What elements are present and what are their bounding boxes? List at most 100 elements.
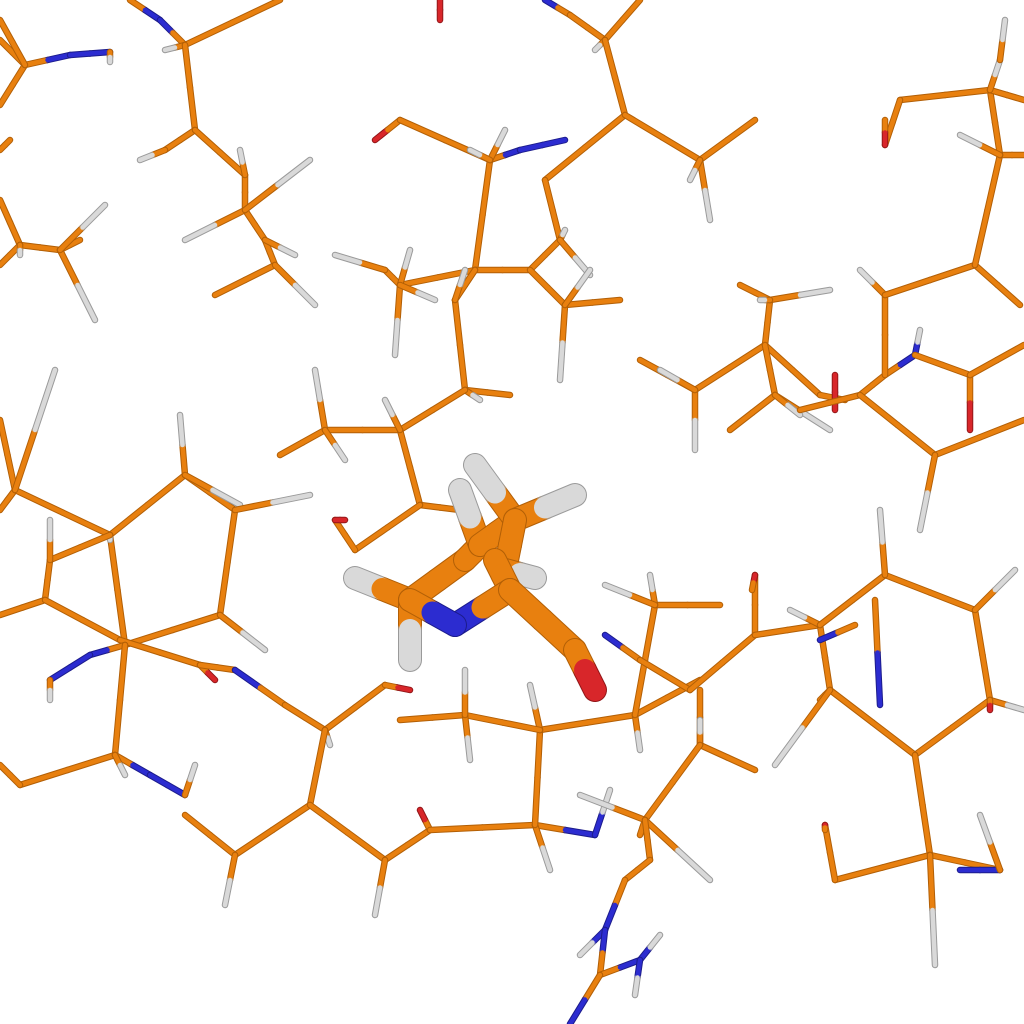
bond-stick: [560, 302, 568, 345]
bond-stick: [800, 410, 833, 433]
bond-stick: [992, 120, 1003, 158]
bond-stick: [462, 712, 505, 725]
bond-stick: [192, 127, 223, 155]
bond-stick: [620, 0, 643, 23]
bond-stick: [642, 780, 675, 823]
bond-stick: [137, 152, 155, 163]
bond-stick: [452, 297, 463, 348]
bond-stick: [622, 112, 665, 140]
bond-stick: [430, 712, 468, 720]
bond-stick: [0, 142, 8, 153]
bond-stick: [657, 367, 680, 383]
bond-stick: [592, 42, 603, 53]
bond-stick: [800, 687, 833, 730]
bond-stick: [942, 87, 993, 98]
bond-stick: [1000, 17, 1008, 43]
bond-stick: [430, 387, 468, 413]
bond-stick: [237, 147, 245, 165]
bond-stick: [392, 317, 400, 358]
bond-stick: [612, 877, 628, 908]
bond-stick: [0, 605, 25, 618]
bond-stick: [927, 852, 935, 913]
bond-stick: [17, 242, 43, 250]
bond-stick: [702, 187, 713, 223]
bond-stick: [0, 197, 13, 225]
bond-stick: [130, 762, 153, 778]
bond-stick: [582, 112, 628, 150]
bond-stick: [785, 402, 803, 418]
bond-stick: [212, 207, 248, 228]
bond-stick: [912, 352, 945, 368]
bond-stick: [182, 777, 193, 798]
bond-stick: [882, 572, 933, 595]
bond-stick: [0, 252, 13, 268]
bond-stick: [880, 540, 888, 578]
bond-stick: [80, 202, 108, 230]
bond-stick: [727, 410, 755, 433]
bond-stick: [877, 507, 885, 545]
bond-stick: [602, 17, 625, 43]
bond-stick: [662, 672, 693, 693]
bond-stick: [987, 72, 998, 93]
bond-stick: [517, 142, 545, 153]
bond-stick: [972, 607, 985, 658]
bond-stick: [542, 145, 588, 183]
bond-stick: [0, 37, 15, 55]
bond-stick: [817, 630, 840, 643]
bond-stick: [107, 502, 150, 538]
bond-stick: [912, 752, 925, 808]
bond-stick: [222, 877, 233, 908]
bond-stick: [787, 607, 808, 620]
bond-stick: [390, 412, 403, 433]
bond-stick: [897, 92, 948, 103]
bond-stick: [12, 427, 38, 493]
bond-stick: [577, 940, 595, 958]
bond-stick: [127, 0, 148, 13]
bond-stick: [322, 705, 358, 733]
bond-stick: [675, 377, 698, 393]
bond-stick: [537, 720, 590, 733]
bond-stick: [827, 687, 875, 725]
ligand-bond: [421, 601, 466, 636]
bond-stick: [925, 452, 938, 495]
bond-stick: [207, 490, 238, 513]
bond-stick: [480, 822, 538, 830]
bond-stick: [212, 277, 248, 298]
bond-stick: [687, 167, 698, 183]
bond-stick: [452, 282, 463, 303]
ligand-h-bond: [509, 563, 546, 589]
bond-stick: [147, 772, 170, 788]
bond-stick: [372, 127, 390, 143]
bond-stick: [532, 775, 540, 828]
bond-stick: [987, 87, 998, 125]
bond-stick: [157, 17, 175, 35]
bond-stick: [372, 885, 383, 918]
bond-stick: [585, 25, 608, 43]
ligand-co-bond: [574, 659, 606, 701]
bond-stick: [557, 237, 578, 260]
bond-stick: [205, 670, 218, 683]
bond-stick: [917, 490, 930, 533]
bond-stick: [835, 622, 858, 635]
bond-stick: [635, 957, 643, 980]
bond-stick: [727, 342, 768, 370]
bond-stick: [612, 75, 628, 118]
bond-stick: [75, 282, 98, 323]
bond-stick: [317, 397, 328, 433]
bond-stick: [270, 802, 313, 833]
bond-stick: [637, 825, 645, 838]
bond-stick: [972, 587, 998, 613]
bond-stick: [670, 742, 703, 785]
bond-stick: [890, 97, 903, 125]
bond-stick: [42, 577, 50, 603]
bond-stick: [7, 772, 23, 788]
bond-stick: [277, 440, 305, 458]
bond-stick: [87, 49, 113, 56]
bond-stick: [1004, 92, 1024, 103]
bond-stick: [282, 702, 308, 720]
bond-stick: [767, 367, 778, 398]
bond-stick: [637, 657, 668, 678]
bond-stick: [542, 0, 560, 10]
bond-stick: [315, 727, 328, 770]
bond-stick: [187, 762, 198, 783]
